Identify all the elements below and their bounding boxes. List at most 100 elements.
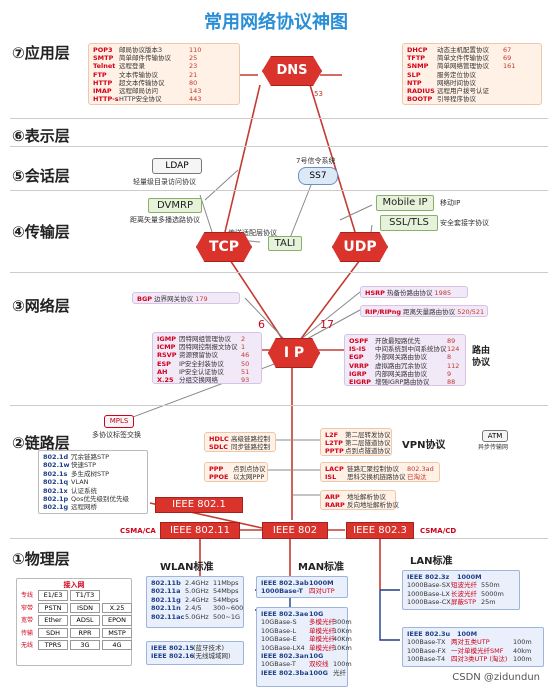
ldap-node[interactable]: LDAP xyxy=(152,158,202,174)
rip-desc: 距离矢量路由协议 xyxy=(403,308,456,316)
tcp-node[interactable]: TCP xyxy=(196,232,252,262)
atm-desc: 异步传输网 xyxy=(478,444,509,451)
wlan-extra-row: IEEE 802.16(无线城域网) xyxy=(151,652,239,660)
layer-transport: ④传输层 xyxy=(12,223,70,241)
wlan-speed: 54Mbps xyxy=(213,587,239,596)
protocol-desc: 冗余链路STP xyxy=(71,453,110,461)
lan-medium: 四对3类UTP (淘汰) xyxy=(451,655,508,664)
protocol-desc: HTTP安全协议 xyxy=(119,95,162,104)
protocol-desc: 服务定位协议 xyxy=(437,70,476,79)
ss7-node[interactable]: SS7 xyxy=(298,167,338,185)
tali-node[interactable]: TALI xyxy=(268,236,302,251)
hsrp-key: HSRP xyxy=(365,289,385,297)
lan-medium: 屏蔽STP xyxy=(451,598,477,607)
csma-ca-label: CSMA/CA xyxy=(120,527,156,535)
protocol-key: LACP xyxy=(325,465,344,473)
lan-distance: 5000m xyxy=(481,589,504,598)
man-medium: 单模光纤 xyxy=(309,643,335,652)
protocol-key: X.25 xyxy=(157,376,174,385)
watermark: CSDN @zidundun xyxy=(452,672,540,683)
protocol-desc: 资源预留协议 xyxy=(179,351,218,360)
protocol-key: PPOE xyxy=(209,473,229,482)
mobileip-node[interactable]: Mobile IP xyxy=(376,195,434,211)
udp-node[interactable]: UDP xyxy=(332,232,388,262)
wlan-standard: 802.11ac xyxy=(151,612,185,621)
layer-session: ⑤会话层 xyxy=(12,167,70,185)
rip-port: 520/521 xyxy=(457,308,485,316)
protocol-desc: 第二层隧道协议 xyxy=(345,439,391,448)
separator xyxy=(10,272,548,273)
atm-node[interactable]: ATM xyxy=(482,430,508,442)
man-bottom-head: IEEE 802.3ae10G xyxy=(261,610,343,618)
protocol-key: IGMP xyxy=(157,335,176,343)
dvmrp-node[interactable]: DVMRP xyxy=(148,198,202,213)
protocol-key: POP3 xyxy=(93,46,113,54)
protocol-key: 802.1q xyxy=(43,478,69,487)
ssltls-node[interactable]: SSL/TLS xyxy=(380,215,438,231)
protocol-desc: 远程邮局访问 xyxy=(119,87,158,96)
protocol-key: IS-IS xyxy=(349,345,366,354)
lan-head-standard: IEEE 802.3z xyxy=(407,573,450,581)
protocol-desc: 点到点隧道协议 xyxy=(345,447,391,456)
protocol-desc: 认证系统 xyxy=(71,486,97,495)
man-standard: 1000Base-T xyxy=(261,587,303,596)
protocol-number: 23 xyxy=(189,62,198,71)
protocol-number: 69 xyxy=(503,54,512,63)
protocol-key: L2F xyxy=(325,431,339,439)
man-medium: 单模光纤 xyxy=(309,626,335,635)
hsrp-port: 1985 xyxy=(434,289,452,297)
man-distance: 10Km xyxy=(333,626,352,635)
lan-medium: 一对单模光纤SMF xyxy=(451,646,504,655)
protocol-key: 802.1g xyxy=(43,503,69,512)
access-cell: ADSL xyxy=(70,615,100,626)
protocol-number: 88 xyxy=(447,378,456,387)
ieee8021-node[interactable]: IEEE 802.1 xyxy=(155,497,243,513)
ieee802-node[interactable]: IEEE 802 xyxy=(262,522,328,539)
protocol-desc: IP安全认证协议 xyxy=(179,367,224,376)
man-standard: 10GBase-L xyxy=(261,626,297,635)
ldap-desc: 轻量级目录访问协议 xyxy=(133,178,196,186)
protocol-key: HTTP xyxy=(93,78,113,87)
protocol-key: BOOTP xyxy=(407,95,433,104)
man-distance: 100m xyxy=(333,660,352,669)
protocol-desc: VLAN xyxy=(71,478,89,487)
ip-node[interactable]: I P xyxy=(268,338,320,368)
lan-standard: 100Base-TX xyxy=(407,638,446,647)
protocol-key: PPTP xyxy=(325,447,344,456)
protocol-desc: 因特网控制报文协议 xyxy=(179,343,238,352)
protocol-number: 8 xyxy=(447,353,452,362)
protocol-desc: 链路汇聚控制协议 xyxy=(347,465,399,473)
protocol-key: L2TP xyxy=(325,439,343,448)
wlan-standard: 802.11g xyxy=(151,595,181,604)
protocol-key: ESP xyxy=(157,359,171,368)
protocol-number: 25 xyxy=(189,54,198,63)
wlan-standard: 802.11n xyxy=(151,604,181,613)
dns-node[interactable]: DNS xyxy=(262,56,322,86)
ieee80211-node[interactable]: IEEE 802.11 xyxy=(160,522,240,539)
rip-key: RIP/RIPng xyxy=(365,308,402,316)
mpls-node[interactable]: MPLS xyxy=(104,415,134,428)
lan-medium: 两对五类UTP xyxy=(451,638,490,647)
protocol-desc: 邮局协议版本3 xyxy=(119,46,163,54)
access-cell: E1/E3 xyxy=(38,590,68,601)
protocol-desc: 开放最短路优先 xyxy=(375,337,421,345)
protocol-key: 802.1s xyxy=(43,469,68,478)
protocol-desc: 内部网关路由协议 xyxy=(375,369,427,378)
ieee8023-node[interactable]: IEEE 802.3 xyxy=(346,522,414,539)
